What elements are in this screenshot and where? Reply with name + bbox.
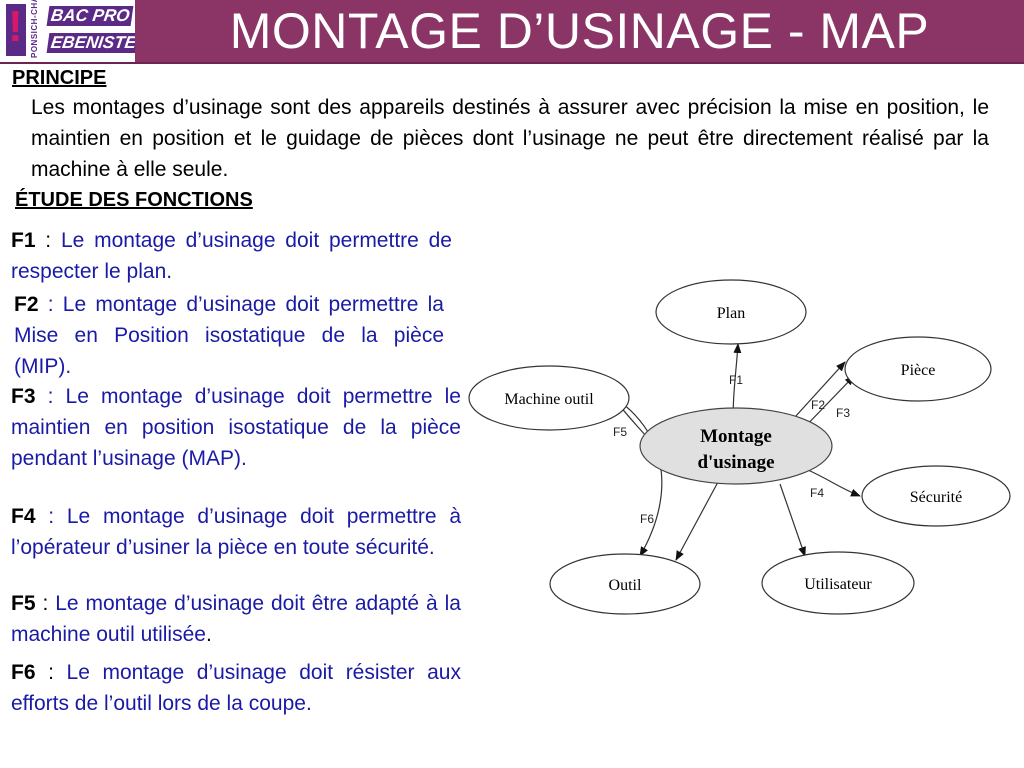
function-text-rest: aux efforts de l’outil lors de la coupe. [11, 661, 461, 715]
function-f1: F1 : Le montage d’usinage doit permettre… [11, 225, 452, 287]
utilisateur-connector [779, 483, 806, 557]
function-sep: : [38, 293, 63, 316]
outil-label: Outil [609, 577, 642, 594]
securite-label: Sécurité [910, 489, 962, 506]
piece-label: Pièce [901, 362, 936, 379]
machine-outil-node [468, 365, 630, 431]
principe-text: Les montages d’usinage sont des appareil… [31, 92, 989, 185]
function-text-rest: permettre de respecter le plan. [11, 229, 452, 283]
outil-connector [675, 481, 719, 561]
securite-node [861, 465, 1011, 527]
function-sep: : [35, 661, 67, 684]
bac-pro-logo: ! PONSICH-CHARLIE BAC PRO EBENISTE [0, 0, 135, 62]
principe-heading: PRINCIPE [12, 67, 107, 89]
function-sep: : [35, 229, 61, 252]
function-code: F3 [11, 385, 36, 408]
outil-node [549, 553, 701, 615]
function-text-rest: permettre la Mise en Position isostatiqu… [14, 293, 444, 378]
utilisateur-node [761, 551, 915, 615]
function-f5: F5 : Le montage d’usinage doit être adap… [11, 588, 461, 650]
function-text: Le montage d’usinage doit être adapté à … [11, 592, 461, 646]
function-text: Le montage d’usinage doit [62, 293, 320, 316]
center-label-line1: Montage [700, 426, 772, 447]
f6-connector [611, 395, 663, 557]
logo-exclamation-mark: ! [8, 2, 23, 51]
f2-label: F2 [811, 398, 825, 412]
function-f3: F3 : Le montage d’usinage doit permettre… [11, 381, 461, 474]
f6-label: F6 [640, 512, 654, 526]
function-code: F1 [11, 229, 36, 252]
machine-outil-label: Machine outil [504, 391, 594, 408]
function-code: F5 [11, 592, 36, 615]
utilisateur-label: Utilisateur [804, 576, 872, 593]
function-text: Le montage d’usinage doit [66, 505, 334, 528]
f3-label: F3 [836, 406, 850, 420]
etude-heading: ÉTUDE DES FONCTIONS [15, 189, 253, 211]
f5-label: F5 [613, 425, 627, 439]
function-text: Le montage d’usinage doit [60, 229, 320, 252]
montage-usinage-node [639, 407, 833, 485]
function-text-rest: permettre à l’opérateur d’usiner la pièc… [11, 505, 461, 559]
plan-node [655, 279, 807, 345]
function-text-rest: permettre le maintien en position isosta… [11, 385, 461, 470]
center-label-line2: d'usinage [697, 452, 774, 473]
f1-label: F1 [729, 373, 743, 387]
function-code: F2 [14, 293, 39, 316]
function-sep: : [35, 505, 67, 528]
function-code: F4 [11, 505, 36, 528]
plan-label: Plan [717, 305, 745, 322]
function-text: Le montage d’usinage doit [65, 385, 331, 408]
page-title: MONTAGE D’USINAGE - MAP [229, 3, 930, 59]
logo-bar [6, 4, 26, 56]
function-text: Le montage d’usinage doit résister [66, 661, 415, 684]
f4-label: F4 [810, 486, 824, 500]
function-text-rest: . [205, 623, 212, 646]
f4-connector [807, 469, 861, 497]
function-f6: F6 : Le montage d’usinage doit résister … [11, 657, 461, 719]
function-f4: F4 : Le montage d’usinage doit permettre… [11, 501, 461, 563]
function-f2: F2 : Le montage d’usinage doit permettre… [14, 289, 444, 382]
function-code: F6 [11, 661, 36, 684]
header-bar: ! PONSICH-CHARLIE BAC PRO EBENISTE MONTA… [0, 0, 1024, 64]
principe-paragraph: Les montages d’usinage sont des appareil… [31, 96, 989, 181]
function-sep: : [35, 592, 56, 615]
piece-node [844, 336, 992, 402]
function-sep: : [35, 385, 66, 408]
